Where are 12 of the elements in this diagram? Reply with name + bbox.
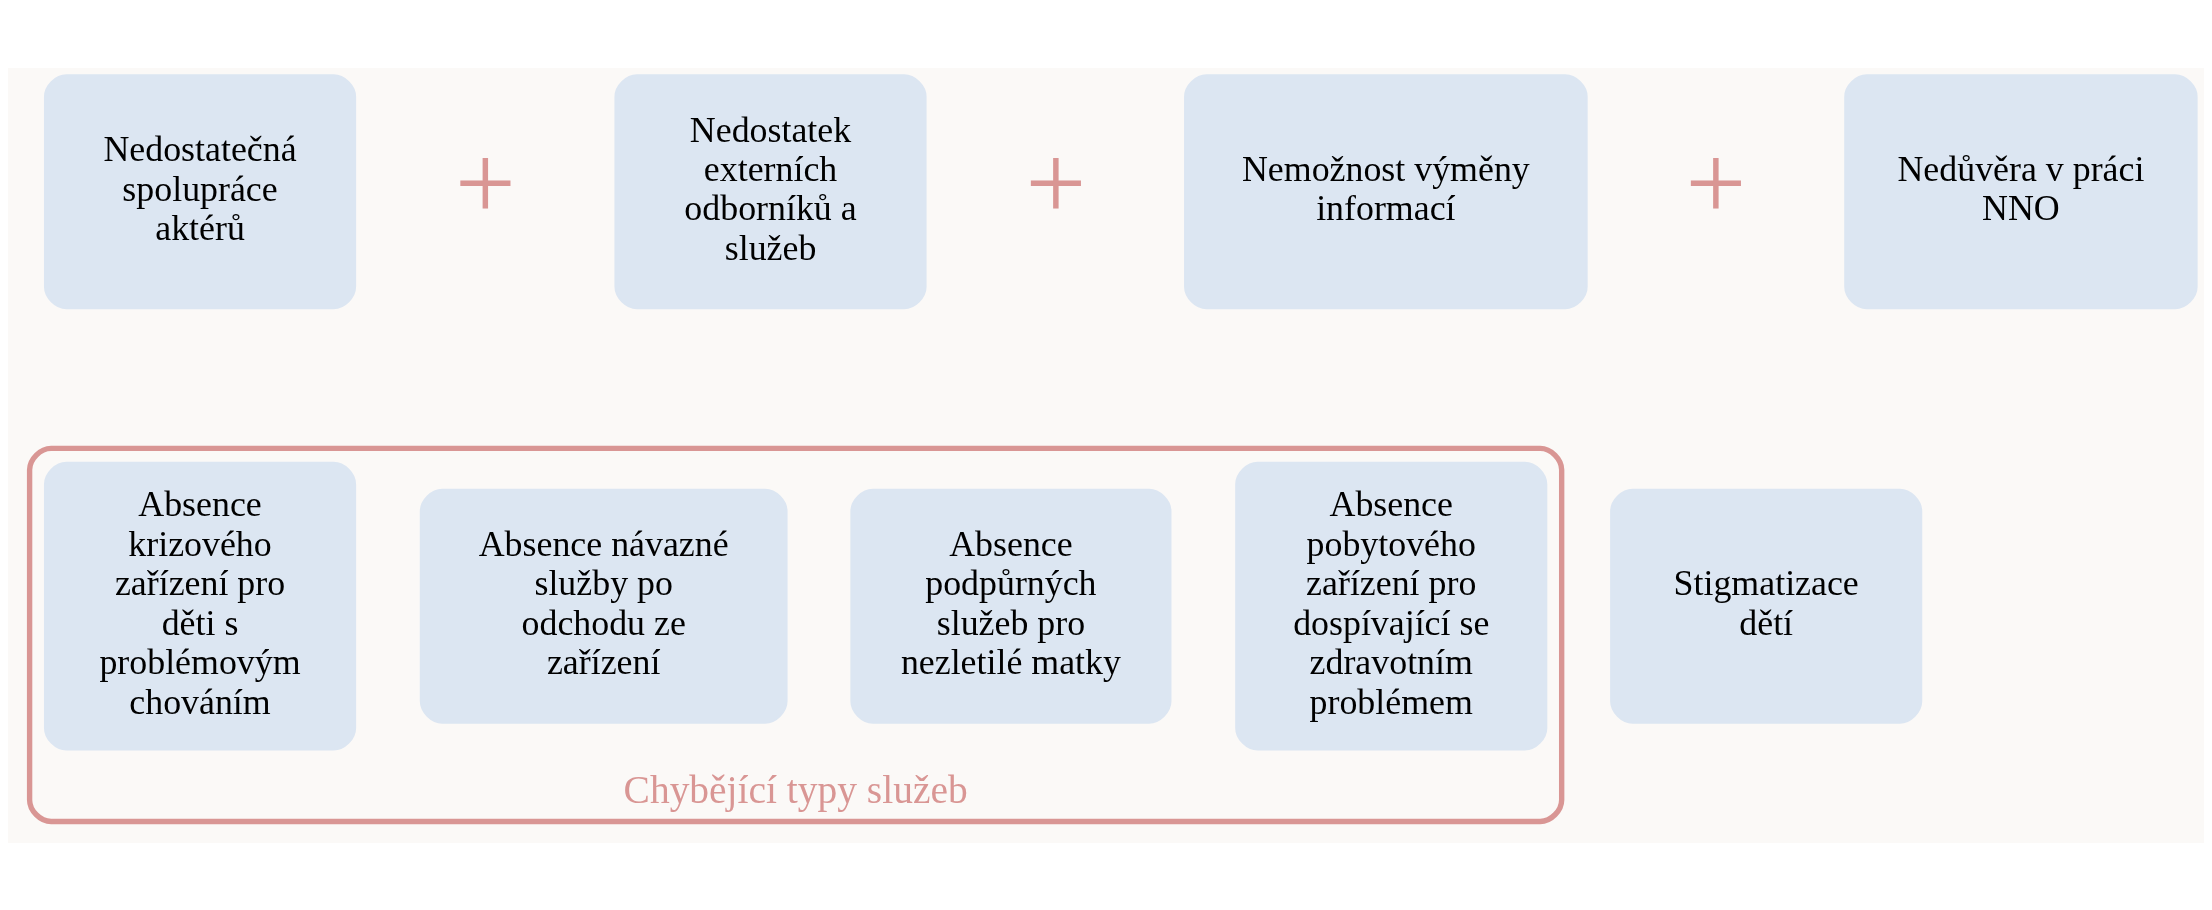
node-box: Absence krizového zařízení pro děti s problémovým chováním (43, 461, 357, 751)
node-box: Stigmatizace dětí (1610, 488, 1923, 724)
node-box: Nedostatek externích odborníků a služeb (614, 73, 927, 309)
node-box: Absence podpůrných služeb pro nezletilé matky (850, 488, 1172, 724)
node-box: Nemožnost výměny informací (1184, 73, 1588, 309)
label: + (454, 122, 516, 242)
node-box: Nedostatečná spolupráce aktérů (43, 73, 357, 309)
label: + (1025, 122, 1087, 242)
node-box: Absence návazné služby po odchodu ze zařízení (419, 488, 788, 724)
node-box: Absence pobytového zařízení pro dospívající se zdravotním problémem (1235, 461, 1548, 751)
node-box: Nedůvěra v práci NNO (1844, 73, 2198, 309)
label: + (1685, 122, 1747, 242)
